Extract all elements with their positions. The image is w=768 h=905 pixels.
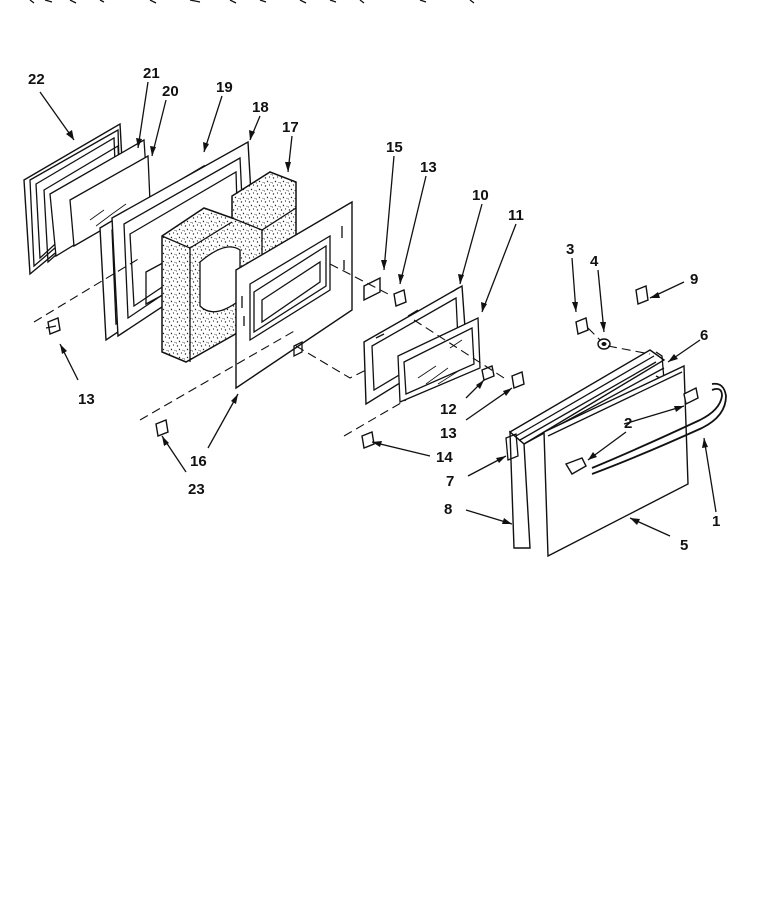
callout-11: 11	[508, 207, 524, 224]
callout-5: 5	[680, 537, 688, 554]
screw-13-left	[45, 317, 61, 335]
callout-13-right: 13	[440, 425, 457, 442]
screw-9	[635, 285, 649, 305]
callout-16: 16	[190, 453, 207, 470]
callout-18: 18	[252, 99, 269, 116]
callout-9: 9	[690, 271, 698, 288]
callout-22: 22	[28, 71, 45, 88]
part-6-7-8-door-frame	[505, 349, 666, 549]
callout-6: 6	[700, 327, 708, 344]
callout-13-top: 13	[420, 159, 437, 176]
callout-7: 7	[446, 473, 454, 490]
callout-20: 20	[162, 83, 179, 100]
part-16-inner-panel	[235, 200, 353, 390]
screw-13-mid	[393, 289, 407, 307]
part-15-bracket	[363, 276, 381, 302]
callout-10: 10	[472, 187, 489, 204]
leader-arrows	[39, 81, 717, 537]
callout-4: 4	[590, 253, 599, 270]
callout-15: 15	[386, 139, 403, 156]
callout-2: 2	[624, 415, 632, 432]
screw-13-right	[511, 371, 525, 389]
cropped-top-remnants	[29, 0, 475, 4]
callout-1: 1	[712, 513, 720, 530]
screw-23	[155, 419, 169, 437]
part-11-glass	[397, 316, 481, 403]
callout-13-left: 13	[78, 391, 95, 408]
callout-17: 17	[282, 119, 299, 136]
part-5-outer-panel	[543, 364, 689, 558]
callout-labels: 22 21 20 19 18 17 15 13 10 11 3 4 9 6 13…	[28, 65, 720, 554]
callout-23: 23	[188, 481, 205, 498]
screw-14	[361, 431, 375, 449]
washer-4	[597, 338, 611, 350]
callout-21: 21	[143, 65, 160, 82]
screws	[45, 285, 649, 449]
callout-3: 3	[566, 241, 574, 258]
screw-3	[575, 317, 589, 335]
callout-8: 8	[444, 501, 452, 518]
callout-12: 12	[440, 401, 457, 418]
part-1-2-handle	[564, 382, 727, 475]
callout-19: 19	[216, 79, 233, 96]
assembly-lines	[33, 257, 651, 437]
callout-14: 14	[436, 449, 453, 466]
